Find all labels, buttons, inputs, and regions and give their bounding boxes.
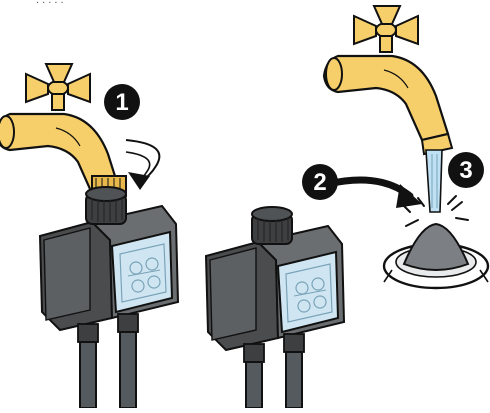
step-1-badge: 1 bbox=[104, 84, 140, 120]
step-2-panel: 2 bbox=[205, 164, 422, 409]
step-3-number: 3 bbox=[459, 157, 472, 184]
top-caption: . . . . : bbox=[36, 0, 64, 6]
curved-arrow-icon bbox=[324, 176, 422, 208]
rotate-arrow-icon bbox=[125, 139, 161, 190]
timer-device-icon-2 bbox=[205, 206, 345, 363]
step-3-panel: 3 bbox=[322, 4, 490, 290]
hoses bbox=[79, 331, 137, 409]
timer-device-icon bbox=[39, 186, 179, 343]
filter-washer-icon bbox=[382, 222, 490, 290]
tap-icon-2 bbox=[322, 4, 454, 156]
water-stream-icon bbox=[401, 149, 469, 227]
step-2-badge: 2 bbox=[302, 164, 338, 200]
hoses-2 bbox=[245, 351, 303, 409]
step-3-badge: 3 bbox=[448, 152, 484, 188]
step-1-number: 1 bbox=[115, 89, 128, 116]
step-2-number: 2 bbox=[313, 169, 326, 196]
step-1-panel: 1 bbox=[0, 62, 179, 409]
